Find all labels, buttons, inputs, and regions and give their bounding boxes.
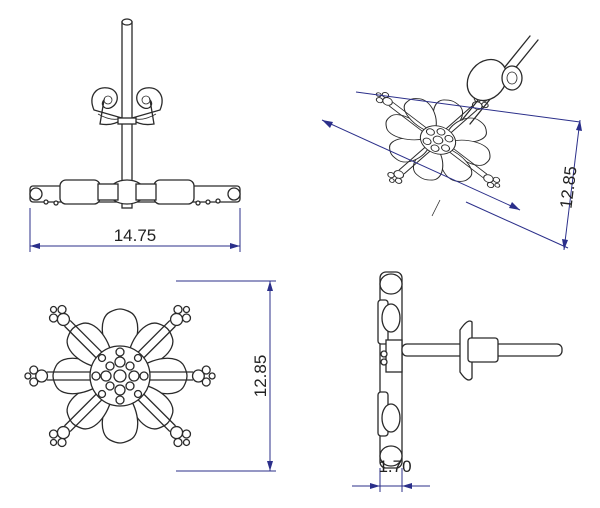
front-view: 14.75 bbox=[29, 18, 241, 252]
butterfly-back bbox=[91, 87, 163, 126]
width-dimension: 14.75 bbox=[29, 208, 241, 252]
isometric-view: 12.85 bbox=[321, 35, 582, 251]
side-view: 1.70 bbox=[352, 271, 563, 492]
thickness-dimension: 1.70 bbox=[352, 457, 430, 492]
flower-side-profile bbox=[377, 271, 403, 469]
top-height-dimension-label: 12.85 bbox=[251, 355, 270, 398]
top-height-dimension: 12.85 bbox=[176, 280, 276, 472]
width-dimension-label: 14.75 bbox=[114, 226, 157, 245]
iso-height-dimension-label: 12.85 bbox=[557, 165, 581, 210]
top-view: 12.85 bbox=[24, 280, 276, 472]
flower-edge-view bbox=[29, 179, 241, 206]
thickness-dimension-label: 1.70 bbox=[378, 457, 411, 476]
